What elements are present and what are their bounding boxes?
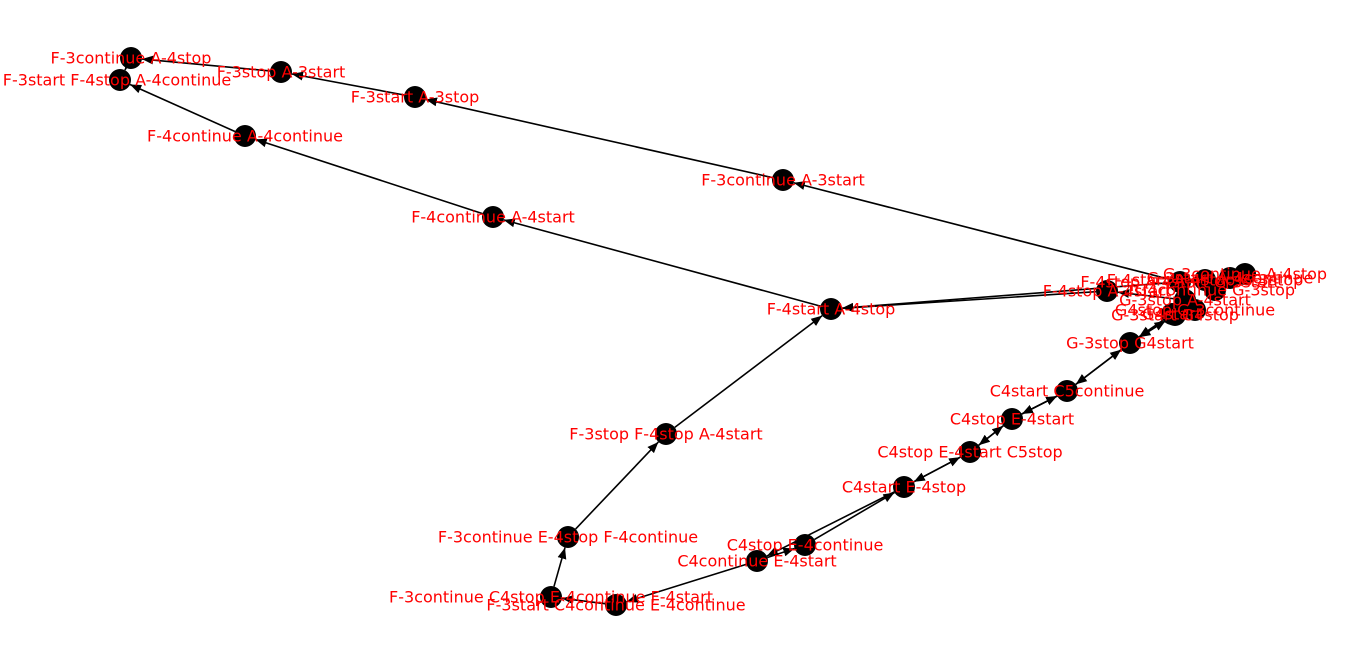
- edge-n17-n8: [674, 315, 823, 428]
- graph-node: [820, 298, 842, 320]
- edge-n15-n14: [978, 425, 1004, 446]
- graph-node: [557, 526, 579, 548]
- graph-node: [959, 441, 981, 463]
- node-label: F-3continue A-4stop: [51, 49, 212, 68]
- edge-n18-n17: [575, 441, 659, 530]
- edge-n20-n22: [626, 563, 747, 603]
- node-label: G-3start G4stop: [1111, 306, 1239, 325]
- edge-n9-n8: [841, 290, 1097, 313]
- graph-node: [120, 47, 142, 69]
- graph-node: [540, 586, 562, 608]
- node-label: F-3start C4continue E-4continue: [486, 596, 745, 615]
- node-label: G-3continue A-4stop: [1163, 265, 1327, 284]
- graph-node: [1056, 380, 1078, 402]
- graph-node: [794, 534, 816, 556]
- graph-node: [1096, 280, 1118, 302]
- edge-n1-n2: [124, 58, 134, 71]
- node-label: G4stop G-3continue: [1115, 301, 1275, 320]
- graph-node: [482, 206, 504, 228]
- edge-n6-n4: [425, 97, 773, 179]
- edge-n16-n15: [913, 456, 961, 483]
- edge-n8-n7: [503, 218, 821, 307]
- edge-h2-n8: [841, 280, 1195, 312]
- edge-n19-n16: [814, 491, 895, 541]
- graph-node: [605, 594, 627, 616]
- edge-h6-n9: [1117, 289, 1175, 300]
- node-label: F-4continue A-4start: [411, 208, 575, 227]
- node-label: G4start: [1142, 305, 1202, 324]
- graph-node: [1184, 299, 1206, 321]
- node-label: F-3continue E-4stop F-4continue: [438, 528, 698, 547]
- edge-n5-n2: [129, 83, 236, 133]
- graph-node: [1204, 279, 1226, 301]
- graph-node: [1161, 303, 1183, 325]
- edge-n7-n5: [255, 138, 483, 215]
- graph-node: [655, 423, 677, 445]
- graph-node: [1119, 332, 1141, 354]
- node-label: C4stop E-4continue: [727, 536, 884, 555]
- edge-n20-n19: [767, 547, 795, 559]
- node-label: C4start C5continue: [990, 382, 1145, 401]
- node-label: F-3stop A-3start: [217, 63, 346, 82]
- node-label: F-4continue A-4continue: [147, 127, 343, 146]
- node-label: F-3start A-3stop: [351, 88, 480, 107]
- node-label: F-4stop A-4start: [1043, 282, 1172, 301]
- node-label: F-3continue C4stop E-4continue F-4start: [389, 588, 713, 607]
- edge-n22-n21: [561, 595, 606, 605]
- node-label: C4stop E-4start: [950, 410, 1074, 429]
- node-label: F-3start F-4stop A-4continue: [3, 71, 231, 90]
- node-label: C4stop E-4start C5stop: [877, 443, 1062, 462]
- edge-h1-n6: [793, 181, 1170, 281]
- node-label: G-3stop G4start: [1066, 334, 1194, 353]
- graph-node: [404, 86, 426, 108]
- edge-n3-n1: [141, 55, 271, 72]
- edge-n4-n3: [291, 71, 405, 96]
- node-label: G4continue G-3stop: [1135, 281, 1295, 300]
- node-label: F-3continue A-3start: [701, 171, 865, 190]
- node-label: F-4stop A-4start G-3start: [1080, 273, 1279, 292]
- edge-n13-n10: [1075, 349, 1122, 385]
- graph-node: [746, 550, 768, 572]
- edge-n12-n10: [1138, 319, 1164, 338]
- node-label: F-4start A-4stop: [767, 300, 896, 319]
- graph-node: [270, 61, 292, 83]
- node-label: C4start E-4stop: [842, 478, 966, 497]
- edges-layer: [124, 55, 1195, 605]
- graph-node: [772, 169, 794, 191]
- graph-node: [893, 476, 915, 498]
- edge-n16-n20: [766, 491, 895, 557]
- node-label: G-3start A-4continue: [1147, 269, 1314, 288]
- edge-n21-n18: [553, 547, 567, 587]
- node-label: F-4start A-4stop G-3stop: [1107, 271, 1304, 290]
- graph-node: [109, 69, 131, 91]
- graph-node: [1001, 408, 1023, 430]
- nodes-layer: [109, 47, 1256, 616]
- node-label: G-3stop A-4start: [1119, 291, 1251, 310]
- node-label: F-3stop F-4stop A-4start: [569, 425, 762, 444]
- edge-n14-n13: [1021, 395, 1058, 415]
- node-label: C4continue E-4start: [677, 552, 836, 571]
- graph-node: [1234, 263, 1256, 285]
- graph-node: [234, 125, 256, 147]
- graph-node: [1169, 271, 1191, 293]
